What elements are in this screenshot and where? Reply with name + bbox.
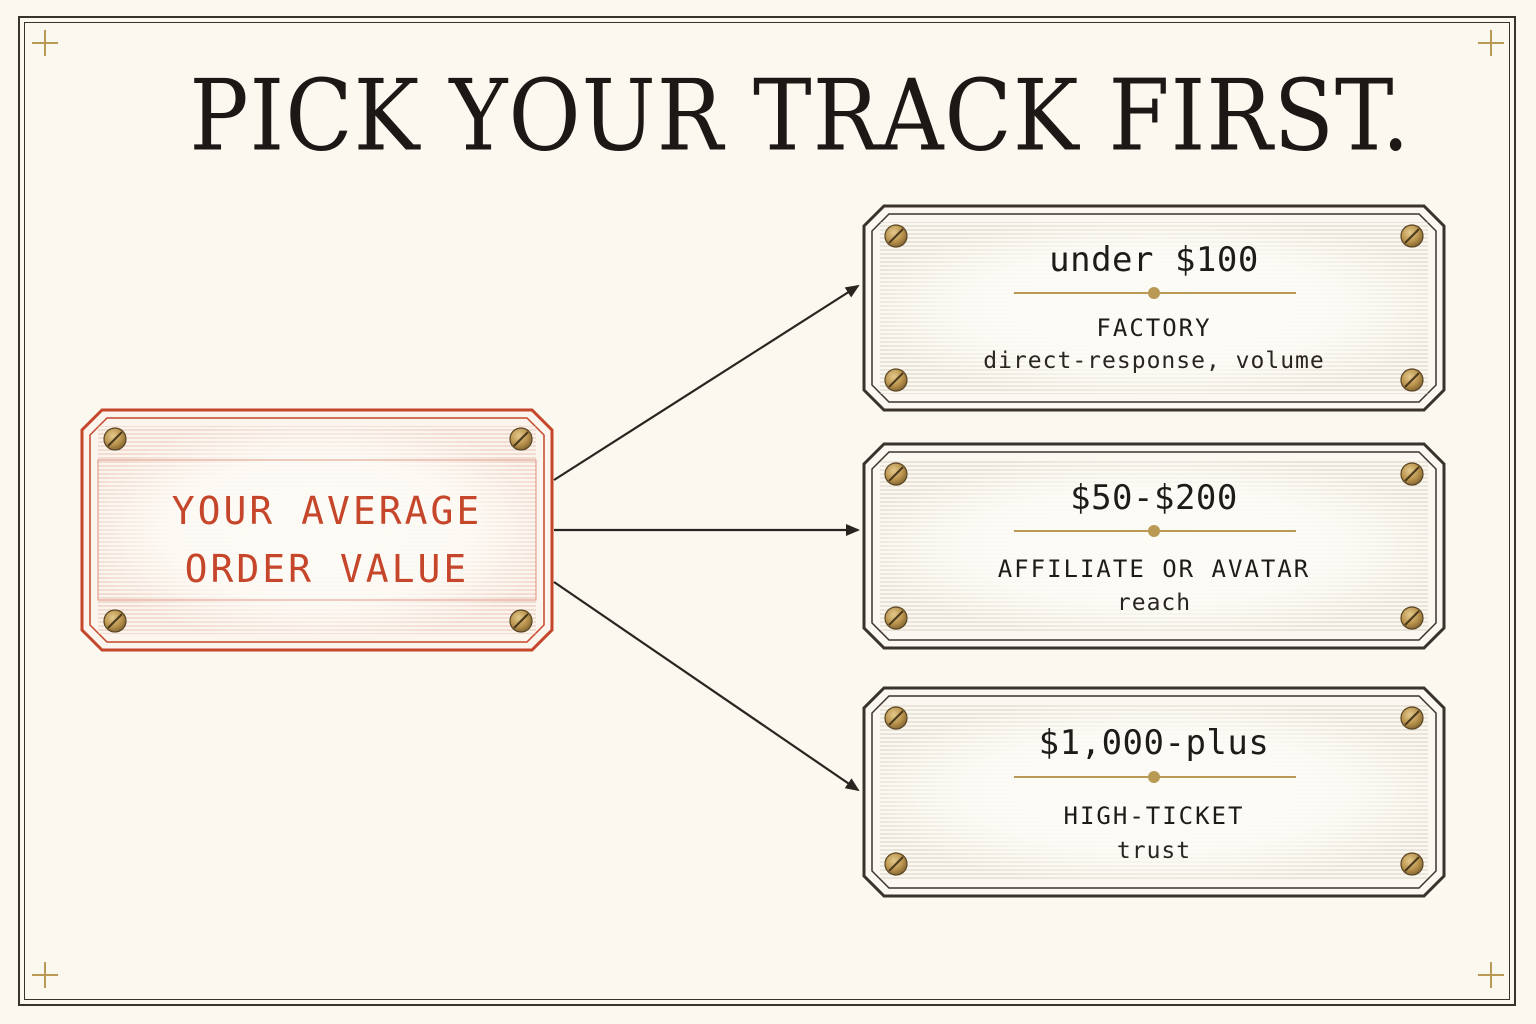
track-3-label: HIGH-TICKET bbox=[1063, 802, 1245, 830]
track-3-value: $1,000-plus bbox=[1038, 723, 1270, 763]
track-1-sub: direct-response, volume bbox=[983, 348, 1325, 374]
screw-icon bbox=[103, 609, 127, 633]
source-label: YOUR AVERAGE ORDER VALUE bbox=[100, 482, 554, 598]
track-plate-1 bbox=[862, 204, 1446, 412]
arrow-to-track-3 bbox=[553, 581, 860, 792]
source-label-line-1: YOUR AVERAGE bbox=[171, 489, 483, 533]
screw-icon bbox=[1400, 852, 1424, 876]
screw-icon bbox=[884, 462, 908, 486]
corner-ornament-top-right bbox=[1478, 30, 1504, 56]
screw-icon bbox=[1400, 706, 1424, 730]
track-1-value: under $100 bbox=[1049, 240, 1259, 280]
track-plate-2 bbox=[862, 442, 1446, 650]
screw-icon bbox=[1400, 462, 1424, 486]
track-2-sub: reach bbox=[1116, 590, 1192, 616]
source-plate bbox=[80, 408, 554, 652]
track-plate-3 bbox=[862, 686, 1446, 898]
track-2-label: AFFILIATE OR AVATAR bbox=[997, 555, 1311, 583]
screw-icon bbox=[103, 427, 127, 451]
page-title: PICK YOUR TRACK FIRST. bbox=[189, 57, 1411, 173]
screw-icon bbox=[1400, 606, 1424, 630]
screw-icon bbox=[884, 852, 908, 876]
outer-frame bbox=[18, 16, 1516, 1006]
screw-icon bbox=[509, 609, 533, 633]
screw-icon bbox=[884, 368, 908, 392]
screw-icon bbox=[1400, 368, 1424, 392]
screw-icon bbox=[1400, 224, 1424, 248]
inner-frame bbox=[24, 22, 1510, 1000]
track-2-value: $50-$200 bbox=[1070, 478, 1238, 518]
screw-icon bbox=[884, 706, 908, 730]
corner-ornament-bottom-left bbox=[32, 962, 58, 988]
screw-icon bbox=[884, 606, 908, 630]
track-1-label: FACTORY bbox=[1096, 314, 1212, 342]
arrow-to-track-1 bbox=[553, 284, 860, 481]
source-label-line-2: ORDER VALUE bbox=[184, 547, 470, 591]
screw-icon bbox=[884, 224, 908, 248]
screw-icon bbox=[509, 427, 533, 451]
track-3-sub: trust bbox=[1116, 838, 1192, 864]
corner-ornament-top-left bbox=[32, 30, 58, 56]
corner-ornament-bottom-right bbox=[1478, 962, 1504, 988]
